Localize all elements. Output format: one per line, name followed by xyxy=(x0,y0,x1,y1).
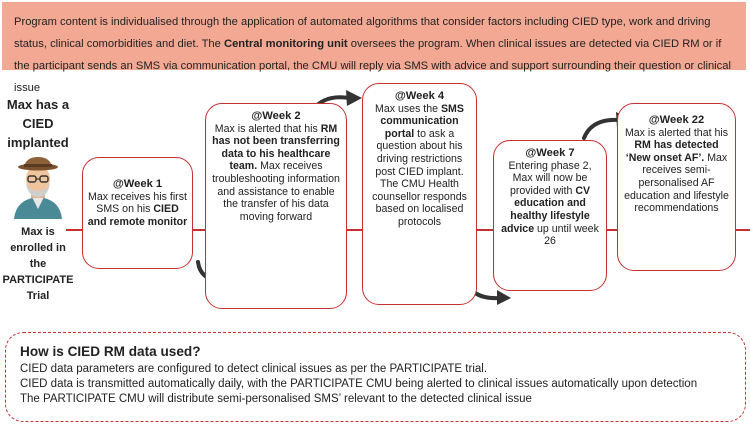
week-label: @Week 4 xyxy=(394,90,445,102)
info-line: CIED data is transmitted automatically d… xyxy=(20,378,698,390)
banner-text-2: oversees the program. When clinical issu… xyxy=(14,38,731,94)
week-label: @Week 1 xyxy=(112,178,163,190)
cied-rm-info-box: How is CIED RM data used? CIED data para… xyxy=(5,332,746,422)
info-line: CIED data parameters are configured to d… xyxy=(20,363,488,375)
card-bold-text: CIED and remote monitor xyxy=(87,203,188,228)
card-text: Max uses the xyxy=(375,102,441,115)
card-text: Max receives troubleshooting information… xyxy=(212,160,340,223)
timeline-card-week-22: @Week 22 Max is alerted that his RM has … xyxy=(617,103,736,271)
info-line: The PARTICIPATE CMU will distribute semi… xyxy=(20,393,532,405)
card-bold-text: RM has not been transferring data to his… xyxy=(212,122,340,173)
card-bold-text: CV education and healthy lifestyle advic… xyxy=(501,184,591,235)
card-text: Entering phase 2, Max will now be provid… xyxy=(508,159,592,197)
elderly-man-avatar-icon xyxy=(14,157,62,219)
card-bold-text: SMS communication portal xyxy=(380,102,464,140)
card-bold-text: RM has detected ‘New onset AF’. xyxy=(625,139,719,164)
week-label: @Week 7 xyxy=(525,147,575,159)
week-label: @Week 2 xyxy=(251,110,301,122)
timeline-card-week-4: @Week 4 Max uses the SMS communication p… xyxy=(362,83,477,305)
program-description-banner: Program content is individualised throug… xyxy=(2,2,746,94)
timeline-card-week-2: @Week 2 Max is alerted that his RM has n… xyxy=(205,103,347,309)
card-text: Max receives his first SMS on his xyxy=(88,190,187,216)
card-text: Max is alerted that his xyxy=(624,126,729,139)
timeline-card-week-7: @Week 7 Entering phase 2, Max will now b… xyxy=(493,140,607,291)
banner-text-1: Program content is individualised throug… xyxy=(14,16,711,50)
week-label: @Week 22 xyxy=(648,114,705,126)
card-text: up until week 26 xyxy=(534,222,599,248)
person-enrolment-text: Max is enrolled in the PARTICIPATE Trial xyxy=(2,226,74,302)
banner-bold-central-monitoring-unit: Central monitoring unit xyxy=(223,38,348,50)
card-text: Max receives semi-personalised AF educat… xyxy=(624,151,729,215)
timeline-card-week-1: @Week 1 Max receives his first SMS on hi… xyxy=(82,157,193,269)
person-title: Max has a CIED implanted xyxy=(6,97,70,150)
card-text: to ask a question about his driving rest… xyxy=(372,127,467,228)
card-text: Max is alerted that his xyxy=(214,122,321,135)
info-title: How is CIED RM data used? xyxy=(20,344,201,359)
